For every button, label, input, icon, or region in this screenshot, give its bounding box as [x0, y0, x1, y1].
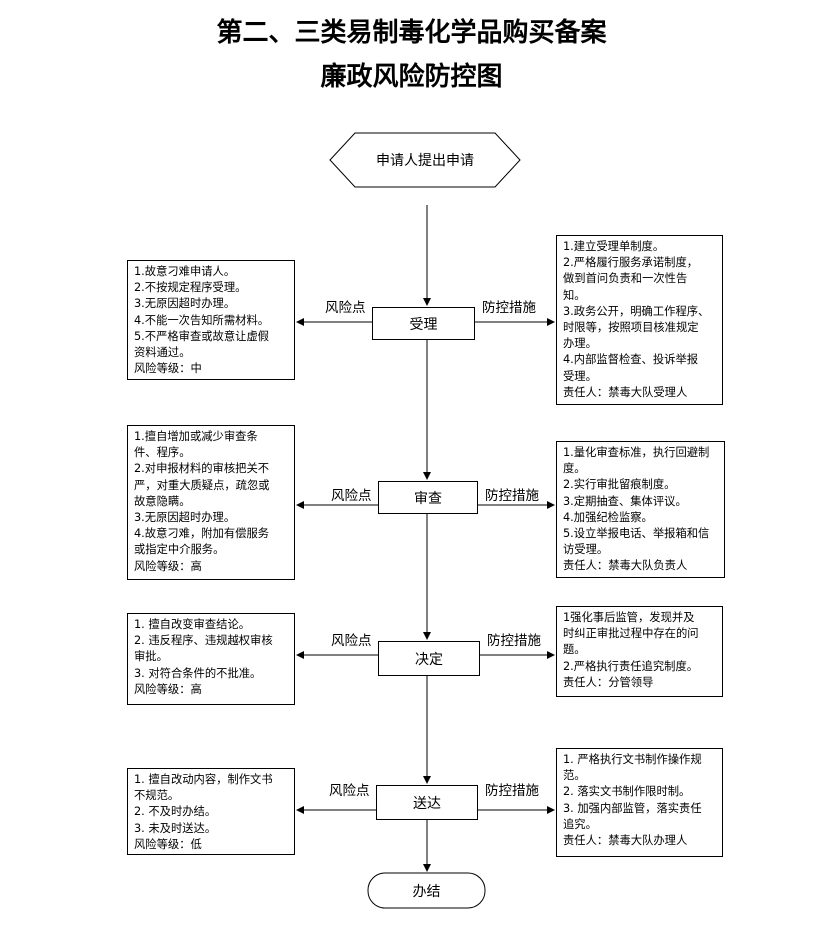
control-line: 题。 — [563, 643, 586, 657]
risk-box: 1. 擅自改变审查结论。 2. 违反程序、违规越权审核审批。 3. 对符合条件的不批… — [127, 613, 295, 705]
risk-line: 1. 擅自改动内容，制作文书 — [134, 773, 273, 786]
control-label: 防控措施 — [486, 629, 542, 649]
control-line: 1.量化审查标准，执行回避制 — [563, 446, 710, 459]
risk-line: 资料通过。 — [134, 346, 191, 360]
risk-line: 5.不严格审查或故意让虚假 — [134, 329, 270, 343]
risk-line: 审批。 — [134, 650, 168, 664]
risk-label: 风险点 — [328, 779, 371, 799]
control-line: 2.严格执行责任追究制度。 — [563, 659, 699, 673]
control-box: 1. 严格执行文书制作操作规范。 2. 落实文书制作限时制。 3. 加强内部监管，落… — [556, 748, 723, 857]
control-line: 3.定期抽查、集体评议。 — [563, 494, 687, 508]
control-label: 防控措施 — [484, 779, 540, 799]
control-line: 责任人：禁毒大队受理人 — [563, 385, 688, 399]
risk-line: 3.无原因超时办理。 — [134, 297, 236, 311]
risk-label: 风险点 — [330, 629, 373, 649]
control-line: 受理。 — [563, 369, 597, 383]
risk-line: 故意隐瞒。 — [134, 494, 191, 508]
risk-line: 3. 未及时送达。 — [134, 821, 217, 835]
title-line-1: 第二、三类易制毒化学品购买备案 — [216, 18, 607, 48]
control-line: 2. 落实文书制作限时制。 — [563, 785, 691, 799]
control-line: 追究。 — [563, 817, 597, 831]
risk-line: 或指定中介服务。 — [134, 543, 225, 557]
control-line: 责任人：禁毒大队办理人 — [563, 834, 688, 848]
risk-box: 1.擅自增加或减少审查条件、程序。 2.对申报材料的审核把关不严，对重大质疑点，疏… — [127, 425, 295, 580]
risk-line: 风险等级：高 — [134, 682, 202, 696]
risk-line: 不规范。 — [134, 789, 180, 803]
risk-box: 1. 擅自改动内容，制作文书不规范。 2. 不及时办结。 3. 未及时送达。风险等级… — [127, 768, 295, 855]
risk-line: 2.对申报材料的审核把关不 — [134, 462, 270, 476]
control-line: 访受理。 — [563, 543, 609, 557]
control-line: 办理。 — [563, 337, 597, 351]
risk-line: 风险等级：高 — [134, 559, 202, 573]
end-node: 办结 — [412, 883, 441, 900]
risk-line: 严，对重大质疑点，疏忽或 — [134, 478, 270, 492]
risk-line: 2.不按规定程序受理。 — [134, 281, 247, 295]
control-line: 时限等，按照项目核准规定 — [563, 321, 699, 335]
control-line: 知。 — [563, 288, 586, 302]
control-line: 时纠正审批过程中存在的问 — [563, 627, 699, 641]
control-line: 度。 — [563, 462, 586, 476]
step-node: 决定 — [378, 641, 480, 676]
end-terminal — [367, 872, 486, 909]
control-line: 责任人：分管领导 — [563, 675, 654, 689]
risk-line: 件、程序。 — [134, 446, 191, 460]
risk-line: 风险等级：中 — [134, 362, 202, 376]
control-line: 2.严格履行服务承诺制度， — [563, 256, 699, 270]
control-line: 4.加强纪检监察。 — [563, 510, 653, 524]
step-node: 送达 — [376, 785, 478, 820]
start-hexagon — [329, 132, 521, 188]
title-line-2: 廉政风险防控图 — [320, 62, 503, 92]
control-box: 1强化事后监管，发现并及时纠正审批过程中存在的问题。 2.严格执行责任追究制度。责… — [556, 606, 723, 697]
control-line: 3.政务公开，明确工作程序、 — [563, 304, 710, 318]
control-label: 防控措施 — [484, 484, 540, 504]
control-label: 防控措施 — [481, 296, 537, 316]
risk-label: 风险点 — [324, 296, 367, 316]
control-line: 1.建立受理单制度。 — [563, 240, 665, 253]
risk-line: 3.无原因超时办理。 — [134, 511, 236, 525]
risk-label: 风险点 — [330, 484, 373, 504]
risk-line: 风险等级：低 — [134, 837, 202, 851]
control-line: 责任人：禁毒大队负责人 — [563, 559, 688, 573]
risk-line: 4.故意刁难，附加有偿服务 — [134, 527, 270, 541]
risk-line: 1.擅自增加或减少审查条 — [134, 430, 258, 443]
control-line: 范。 — [563, 769, 586, 783]
step-node: 审查 — [378, 481, 478, 514]
control-line: 1. 严格执行文书制作操作规 — [563, 753, 702, 766]
control-line: 5.设立举报电话、举报箱和信 — [563, 527, 710, 541]
control-line: 2.实行审批留痕制度。 — [563, 478, 676, 492]
risk-box: 1.故意刁难申请人。 2.不按规定程序受理。 3.无原因超时办理。 4.不能一次告知所… — [127, 260, 295, 380]
control-box: 1.量化审查标准，执行回避制度。 2.实行审批留痕制度。 3.定期抽查、集体评议。 4… — [556, 441, 725, 578]
control-line: 4.内部监督检查、投诉举报 — [563, 353, 699, 367]
control-box: 1.建立受理单制度。 2.严格履行服务承诺制度， 做到首问负责和一次性告知。 3.政务… — [556, 235, 723, 405]
risk-line: 1. 擅自改变审查结论。 — [134, 618, 251, 631]
start-node: 申请人提出申请 — [376, 153, 474, 169]
control-line: 1强化事后监管，发现并及 — [563, 611, 695, 624]
risk-line: 4.不能一次告知所需材料。 — [134, 313, 270, 327]
risk-line: 2. 不及时办结。 — [134, 805, 217, 819]
step-node: 受理 — [372, 307, 475, 340]
control-line: 做到首问负责和一次性告 — [563, 272, 688, 286]
risk-line: 1.故意刁难申请人。 — [134, 265, 236, 278]
risk-line: 2. 违反程序、违规越权审核 — [134, 634, 273, 648]
risk-line: 3. 对符合条件的不批准。 — [134, 666, 262, 680]
control-line: 3. 加强内部监管，落实责任 — [563, 801, 702, 815]
